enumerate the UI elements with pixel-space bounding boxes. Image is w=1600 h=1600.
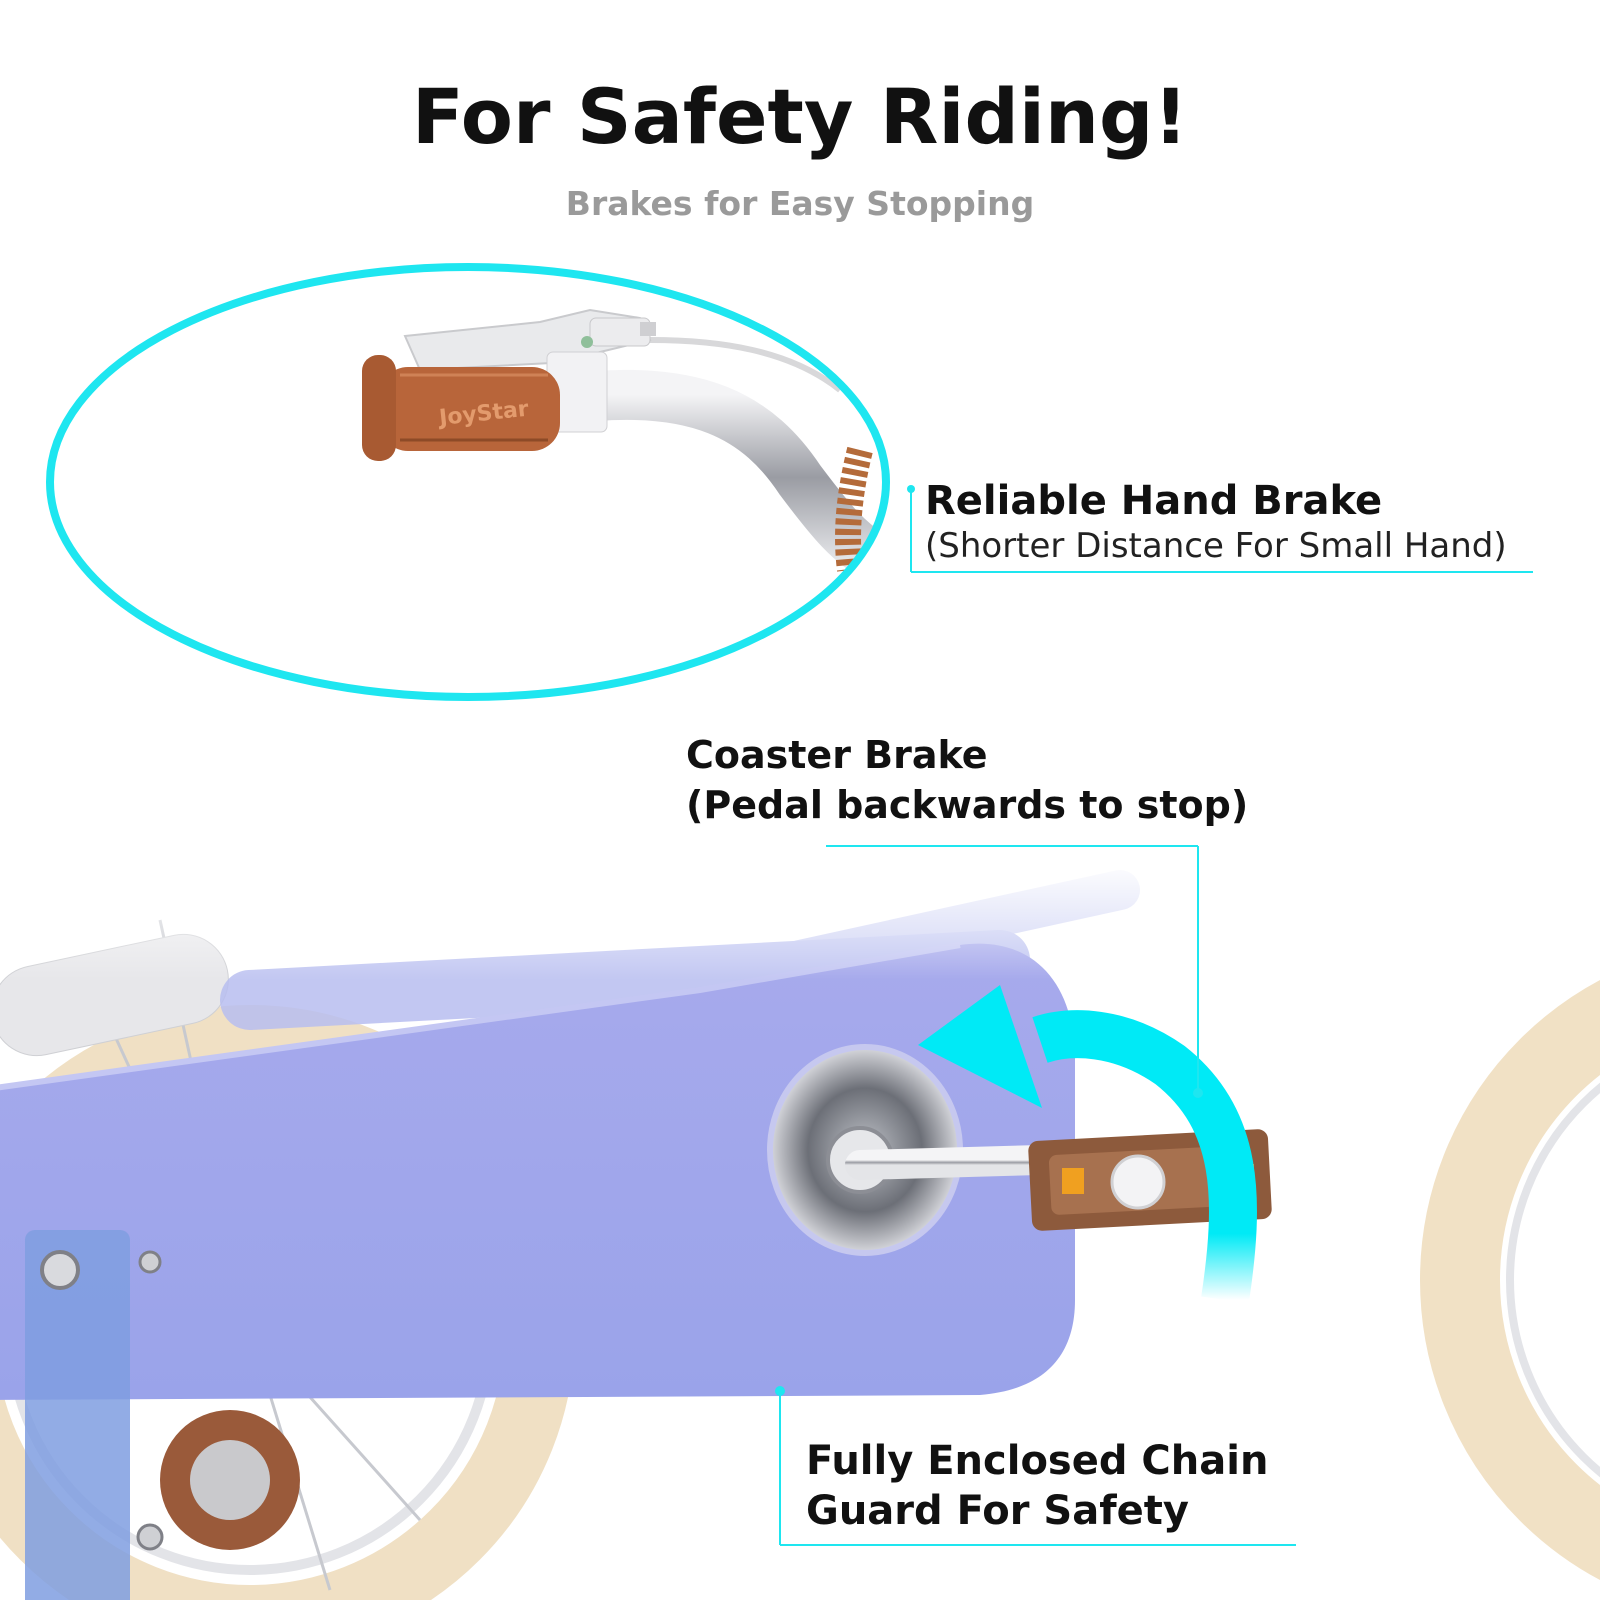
chain-guard (0, 943, 1075, 1400)
brake-cable (649, 337, 842, 393)
hand-brake-leader (907, 485, 1533, 573)
backpedal-arrow (918, 985, 1257, 1304)
page-subtitle: Brakes for Easy Stopping (565, 184, 1035, 223)
coaster-brake-leader (826, 845, 1203, 1098)
bike-lower-scene (0, 860, 1600, 1600)
braided-strap (835, 446, 873, 572)
hand-brake-detail: (Shorter Distance For Small Hand) (925, 526, 1507, 566)
lever-screw (581, 336, 593, 348)
chain-guard-title-line1: Fully Enclosed Chain (806, 1438, 1269, 1484)
page-title: For Safety Riding! (411, 72, 1189, 161)
highlight-oval (46, 263, 890, 701)
handlebar-grip (380, 367, 560, 451)
hand-brake-title: Reliable Hand Brake (925, 478, 1383, 524)
crank-arm (845, 1145, 1055, 1180)
front-tire (1420, 980, 1600, 1580)
hand-brake-closeup: JoyStar (362, 308, 886, 585)
handlebar (535, 369, 886, 585)
chain-guard-leader (775, 1386, 1296, 1546)
coaster-brake-detail: (Pedal backwards to stop) (686, 783, 1249, 827)
chain-guard-title-line2: Guard For Safety (806, 1488, 1189, 1534)
coaster-brake-title: Coaster Brake (686, 733, 988, 777)
training-wheel-bracket (25, 1230, 164, 1600)
grip-end-cap (362, 355, 396, 461)
